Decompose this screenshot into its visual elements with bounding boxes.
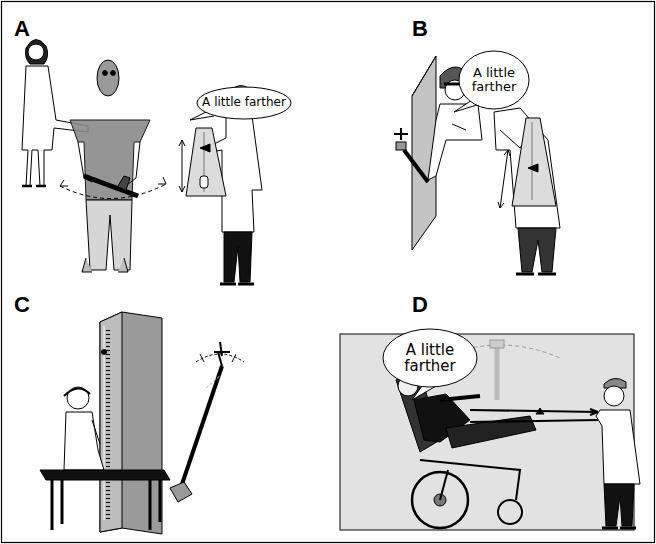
ruler-board-part (100, 312, 122, 532)
ruler-board-part (106, 330, 110, 520)
panel-letter: D (412, 294, 428, 316)
speech-text: A little farther (388, 342, 472, 375)
pointer-arm-part (394, 128, 408, 140)
measurement-bars-part (536, 408, 544, 414)
measuring-device-part (186, 128, 226, 196)
pointer-pole-part (200, 354, 236, 362)
seated-child-part (92, 420, 100, 444)
bench-part (52, 480, 160, 530)
examiner-figure (596, 378, 640, 528)
screen-board-part (412, 56, 436, 96)
bubble-ellipse (383, 329, 477, 387)
patient-figure-part (82, 258, 128, 272)
ruler-board (100, 312, 162, 534)
goniometer-bar-part (118, 176, 130, 190)
goniometer-bar-part (60, 184, 166, 199)
examiner-figure-part (518, 228, 556, 272)
examiner-figure-part (220, 283, 254, 286)
measuring-device (179, 128, 226, 196)
pointer-arm-part (396, 142, 406, 150)
pointer-pole (170, 342, 244, 502)
examiner-figure-part (224, 232, 252, 282)
examiner-figure-part (602, 527, 636, 530)
patient-figure-part (111, 71, 116, 76)
seated-child-part (64, 412, 104, 470)
wall-panel-part (490, 340, 504, 348)
bubble-tail (412, 386, 436, 400)
bench (40, 470, 170, 530)
assistant-figure-part (28, 44, 44, 60)
speech-bubble: A little farther (458, 50, 530, 110)
pointer-pole-part (170, 482, 192, 502)
patient-figure-part (86, 200, 132, 270)
bubble-ellipse (197, 87, 291, 119)
seated-child-part (64, 388, 90, 396)
goniometer-bar (60, 176, 166, 199)
speech-text: A little farther (202, 96, 286, 109)
bench-part (40, 470, 170, 480)
measuring-device-part (498, 150, 510, 208)
patient-figure-part (428, 104, 482, 180)
wheelchair-user-part (420, 460, 520, 500)
panel-letter: C (14, 294, 30, 316)
panel-letter: B (412, 18, 428, 40)
wheelchair-user-part (440, 396, 480, 400)
assistant-figure-part (26, 39, 48, 64)
examiner-figure-part (604, 484, 634, 526)
measuring-device-part (532, 122, 533, 200)
examiner-figure-part (494, 108, 560, 228)
pointer-arm-part (404, 150, 428, 182)
speech-bubble: A little farther (196, 86, 292, 120)
measurement-bars (470, 408, 598, 422)
pointer-pole-part (206, 374, 222, 388)
seated-child (64, 387, 104, 470)
goniometer-bar-part (60, 177, 166, 186)
measuring-device-part (200, 144, 210, 152)
pointer-arm (394, 128, 428, 182)
examiner-figure-part (516, 273, 556, 276)
ruler-board-part (100, 312, 162, 534)
speech-bubble: A little farther (382, 328, 478, 388)
wall-panel-part (495, 344, 500, 400)
ruler-board-part (104, 326, 105, 520)
pointer-pole-part (178, 366, 222, 496)
assistant-figure-part (22, 185, 46, 188)
bubble-ellipse (459, 51, 529, 109)
patient-figure-part (70, 120, 150, 200)
measuring-device-part (528, 164, 538, 172)
patient-figure-part (97, 60, 119, 96)
examiner-figure-part (604, 386, 624, 406)
patient-figure-part (452, 124, 466, 130)
wheelchair-user (396, 372, 536, 528)
measuring-device-part (179, 140, 185, 192)
measuring-device (498, 118, 556, 208)
panel-letter: A (14, 18, 30, 40)
goniometer-bar-part (84, 176, 138, 196)
patient-figure (70, 60, 150, 272)
assistant-figure (22, 39, 88, 186)
measuring-device-part (512, 118, 556, 206)
patient-figure-part (103, 71, 108, 76)
measurement-bars-part (470, 410, 598, 422)
pointer-pole-part (196, 354, 244, 362)
wheelchair-user-part (498, 500, 522, 524)
examiner-figure-part (596, 410, 640, 484)
ruler-board-part (102, 350, 107, 355)
measuring-device-part (200, 176, 208, 188)
speech-text: A little farther (464, 66, 524, 95)
